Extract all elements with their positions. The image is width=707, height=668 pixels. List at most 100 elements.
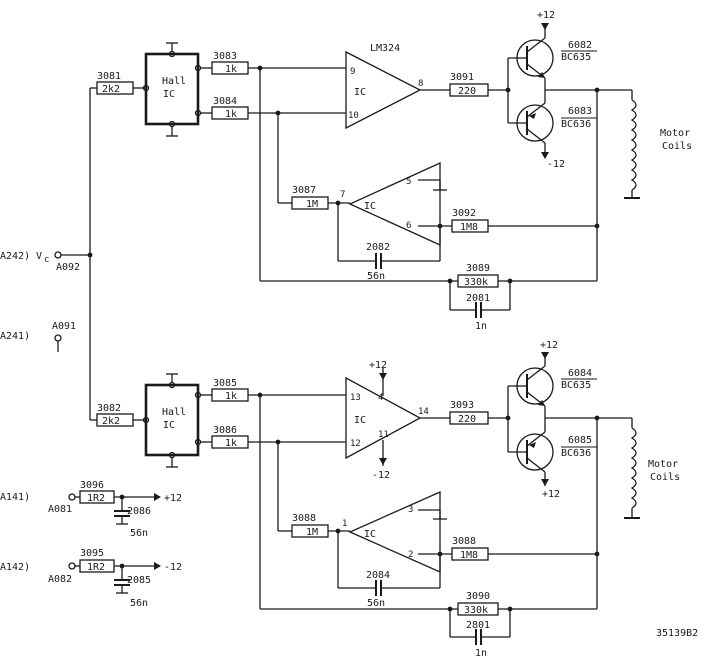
rail-minus12-filter: -12 xyxy=(164,562,182,573)
hall-ic-bottom xyxy=(144,383,200,457)
opamp-top-main xyxy=(345,50,422,130)
pin-3: 3 xyxy=(408,505,413,515)
pin-10: 10 xyxy=(348,111,359,121)
pin-6: 6 xyxy=(406,221,411,231)
r3090-val: 330k xyxy=(464,605,488,616)
rail-minus12-top: -12 xyxy=(547,159,565,170)
node-label-a092: A092 xyxy=(56,262,80,273)
r3081-ref: 3081 xyxy=(97,71,121,82)
t6082-type: BC635 xyxy=(561,52,591,63)
pin-9: 9 xyxy=(350,67,355,77)
r3082-ref: 3082 xyxy=(97,403,121,414)
motor-coil-bottom xyxy=(630,427,637,509)
pin-13: 13 xyxy=(350,393,361,403)
t6083-ref: 6083 xyxy=(568,106,592,117)
r3091-ref: 3091 xyxy=(450,72,474,83)
c2081-val: 1n xyxy=(475,321,487,332)
r3083-ref: 3083 xyxy=(213,51,237,62)
hall-ic-top xyxy=(144,52,200,126)
pin-8: 8 xyxy=(418,79,423,89)
r3096-ref: 3096 xyxy=(80,480,104,491)
r3095-ref: 3095 xyxy=(80,548,104,559)
c2086-val: 56n xyxy=(130,528,148,539)
r3085-ref: 3085 xyxy=(213,378,237,389)
c2085-ref: 2085 xyxy=(127,575,151,586)
node-label-a241: A241) xyxy=(0,331,30,342)
supply-filter-plus: A141) A081 3096 1R2 +12 2086 56n xyxy=(0,480,182,539)
bottom-channel: 3082 2k2 Hall IC 3085 1k 3086 1k I xyxy=(96,340,680,659)
vc-terminal xyxy=(54,251,62,259)
r3089-ref: 3089 xyxy=(466,263,490,274)
opamp-bottom-feedback xyxy=(348,490,441,574)
c2085-val: 56n xyxy=(130,598,148,609)
rail-plus12-opamp: +12 xyxy=(369,360,387,371)
opamp-bottom-fb-ic-label: IC xyxy=(364,529,376,540)
r3088a-val: 1M xyxy=(306,527,318,538)
vc-label: V xyxy=(36,251,42,262)
c2084-ref: 2084 xyxy=(366,570,390,581)
t6085-type: BC636 xyxy=(561,448,591,459)
r3086-val: 1k xyxy=(225,438,237,449)
r3084-val: 1k xyxy=(225,109,237,120)
vc-subscript: c xyxy=(44,255,49,265)
c2081-ref: 2081 xyxy=(466,293,490,304)
pin-14: 14 xyxy=(418,407,429,417)
pin-4: 4 xyxy=(378,393,383,403)
motor-coil-top xyxy=(630,99,637,191)
pin-12: 12 xyxy=(350,439,361,449)
opamp-ic-label: IC xyxy=(354,87,366,98)
r3092-val: 1M8 xyxy=(460,222,478,233)
opamp-bottom-ic-label: IC xyxy=(354,415,366,426)
motor-label-top-1: Motor xyxy=(660,128,690,139)
pin-7: 7 xyxy=(340,190,345,200)
supply-arrow-icon xyxy=(154,493,161,501)
supply-arrow-icon xyxy=(541,352,549,359)
pin-5: 5 xyxy=(406,177,411,187)
node-label-a141: A141) xyxy=(0,492,30,503)
rail-plus12: +12 xyxy=(537,10,555,21)
r3091-val: 220 xyxy=(458,86,476,97)
r3087-val: 1M xyxy=(306,199,318,210)
r3090-ref: 3090 xyxy=(466,591,490,602)
a081-terminal xyxy=(68,493,76,501)
motor-label-top-2: Coils xyxy=(662,141,692,152)
r3093-val: 220 xyxy=(458,414,476,425)
node-label-a142: A142) xyxy=(0,562,30,573)
resistor-3089 xyxy=(457,274,499,288)
r3088b-ref: 3088 xyxy=(452,536,476,547)
t6084-type: BC635 xyxy=(561,380,591,391)
r3092-ref: 3092 xyxy=(452,208,476,219)
t6084-ref: 6084 xyxy=(568,368,592,379)
r3088b-val: 1M8 xyxy=(460,550,478,561)
r3093-ref: 3093 xyxy=(450,400,474,411)
c2084-val: 56n xyxy=(367,598,385,609)
rail-plus12-filter: +12 xyxy=(164,493,182,504)
node-label-a081: A081 xyxy=(48,504,72,515)
hall-label-top: Hall xyxy=(162,76,186,87)
supply-arrow-icon xyxy=(154,562,161,570)
rail-plus12-t6084: +12 xyxy=(540,340,558,351)
supply-filter-minus: A142) A082 3095 1R2 -12 2085 56n xyxy=(0,548,182,609)
supply-arrow-icon xyxy=(379,458,387,465)
lm324-label: LM324 xyxy=(370,43,400,54)
pin-1: 1 xyxy=(342,519,347,529)
a241-terminal-group: A241) A091 xyxy=(0,321,76,352)
c2082-val: 56n xyxy=(367,271,385,282)
node-label-a242: A242) xyxy=(0,251,30,262)
t6085-ref: 6085 xyxy=(568,435,592,446)
r3083-val: 1k xyxy=(225,64,237,75)
r3087-ref: 3087 xyxy=(292,185,316,196)
r3096-val: 1R2 xyxy=(87,493,105,504)
opamp-fb-ic-label: IC xyxy=(364,201,376,212)
supply-arrow-icon xyxy=(541,23,549,30)
hall-ic-label-bottom: IC xyxy=(163,420,175,431)
r3089-val: 330k xyxy=(464,277,488,288)
c2801-val: 1n xyxy=(475,648,487,659)
c2086-ref: 2086 xyxy=(127,506,151,517)
r3086-ref: 3086 xyxy=(213,425,237,436)
pin-11: 11 xyxy=(378,430,389,440)
drawing-number: 35139B2 xyxy=(656,628,698,639)
motor-label-bottom-1: Motor xyxy=(648,459,678,470)
vc-input: A242) V c A092 xyxy=(0,87,97,421)
